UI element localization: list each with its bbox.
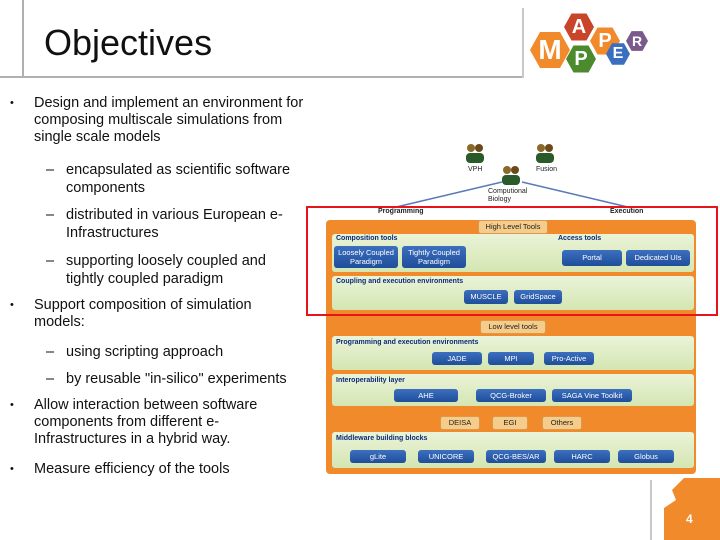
bullet-text: Allow interaction between software compo… bbox=[34, 397, 258, 447]
users-icon bbox=[536, 144, 554, 163]
subbullet-item: – using scripting approach bbox=[46, 343, 316, 361]
logo-letter-r: R bbox=[626, 31, 648, 51]
logo-letter-p: P bbox=[590, 27, 620, 55]
muscle-tile: MUSCLE bbox=[464, 290, 508, 304]
subbullet-text: supporting loosely coupled and tightly c… bbox=[66, 253, 266, 287]
bullet-text: Support composition of simulation models… bbox=[34, 297, 252, 330]
qcg-bes-tile: QCG-BES/AR bbox=[486, 450, 546, 463]
bullet-item: • Measure efficiency of the tools bbox=[10, 461, 304, 478]
footer-divider bbox=[650, 480, 652, 540]
connector-lines bbox=[391, 181, 633, 209]
title-divider-vertical bbox=[22, 0, 24, 78]
label-composition-tools: Composition tools bbox=[336, 235, 398, 242]
title-divider-horizontal bbox=[0, 76, 522, 78]
logo-letter-m: M bbox=[530, 32, 570, 68]
subbullet-text: encapsulated as scientific software comp… bbox=[66, 162, 291, 196]
users-icon bbox=[502, 166, 520, 185]
bullet-marker: • bbox=[10, 463, 14, 475]
unicore-tile: UNICORE bbox=[418, 450, 474, 463]
subbullet-item: – by reusable "in-silico" experiments bbox=[46, 370, 316, 388]
bullet-text: Measure efficiency of the tools bbox=[34, 461, 230, 477]
bullet-item: • Design and implement an environment fo… bbox=[10, 95, 324, 146]
portal-tile: Portal bbox=[562, 250, 622, 266]
bullet-item: • Support composition of simulation mode… bbox=[10, 297, 294, 331]
logo-letter-a: A bbox=[564, 13, 594, 41]
label-programming: Programming bbox=[378, 208, 424, 215]
tightly-coupled-tile: Tightly Coupled Paradigm bbox=[402, 246, 466, 268]
logo-divider bbox=[522, 8, 524, 78]
high-level-tools-tab: High Level Tools bbox=[478, 220, 548, 234]
subbullet-text: by reusable "in-silico" experiments bbox=[66, 371, 287, 387]
logo-letter-p2: P bbox=[566, 45, 596, 73]
deisa-tab: DEISA bbox=[440, 416, 480, 430]
logo-letter-e: E bbox=[606, 43, 630, 65]
bullet-text: Design and implement an environment for … bbox=[34, 95, 304, 145]
subbullet-text: distributed in various European e-Infras… bbox=[66, 207, 283, 241]
globus-tile: Globus bbox=[618, 450, 674, 463]
label-execution: Execution bbox=[610, 208, 644, 215]
subbullet-text: using scripting approach bbox=[66, 344, 224, 360]
subbullet-item: – distributed in various European e-Infr… bbox=[46, 206, 322, 242]
label-interop: Interoperability layer bbox=[336, 377, 405, 384]
qcg-broker-tile: QCG-Broker bbox=[476, 389, 546, 402]
coupling-layer bbox=[332, 276, 694, 310]
label-coupling-env: Coupling and execution environments bbox=[336, 278, 464, 285]
loosely-coupled-tile: Loosely Coupled Paradigm bbox=[334, 246, 398, 268]
others-tab: Others bbox=[542, 416, 582, 430]
bullet-item: • Allow interaction between software com… bbox=[10, 397, 304, 448]
architecture-diagram: VPH Fusion Computional Biology Programmi… bbox=[322, 138, 718, 474]
bullet-marker: • bbox=[10, 97, 14, 109]
users-icon bbox=[466, 144, 484, 163]
dash-marker: – bbox=[46, 371, 55, 387]
page-number: 4 bbox=[686, 512, 693, 526]
low-level-tools-tab: Low level tools bbox=[480, 320, 546, 334]
egi-tab: EGI bbox=[492, 416, 528, 430]
slide-title: Objectives bbox=[44, 22, 213, 63]
mapper-logo: M A P P E R bbox=[530, 8, 690, 76]
mpi-tile: MPI bbox=[488, 352, 534, 365]
dedicated-uis-tile: Dedicated UIs bbox=[626, 250, 690, 266]
label-access-tools: Access tools bbox=[558, 235, 602, 242]
ahe-tile: AHE bbox=[394, 389, 458, 402]
label-fusion: Fusion bbox=[536, 166, 558, 173]
bullet-marker: • bbox=[10, 399, 14, 411]
jade-tile: JADE bbox=[432, 352, 482, 365]
label-prog-exec-env: Programming and execution environments bbox=[336, 339, 479, 346]
harc-tile: HARC bbox=[554, 450, 610, 463]
gridspace-tile: GridSpace bbox=[514, 290, 562, 304]
label-computional-biology: Computional Biology bbox=[488, 188, 528, 203]
bullet-marker: • bbox=[10, 299, 14, 311]
glite-tile: gLite bbox=[350, 450, 406, 463]
label-middleware: Middleware building blocks bbox=[336, 435, 428, 442]
highlight-rectangle bbox=[306, 206, 718, 316]
subbullet-item: – supporting loosely coupled and tightly… bbox=[46, 252, 302, 288]
saga-tile: SAGA Vine Toolkit bbox=[552, 389, 632, 402]
dash-marker: – bbox=[46, 207, 55, 223]
page-corner-graphic bbox=[664, 478, 720, 540]
dash-marker: – bbox=[46, 162, 55, 178]
proactive-tile: Pro-Active bbox=[544, 352, 594, 365]
dash-marker: – bbox=[46, 253, 55, 269]
dash-marker: – bbox=[46, 344, 55, 360]
label-vph: VPH bbox=[468, 166, 483, 173]
subbullet-item: – encapsulated as scientific software co… bbox=[46, 161, 322, 197]
